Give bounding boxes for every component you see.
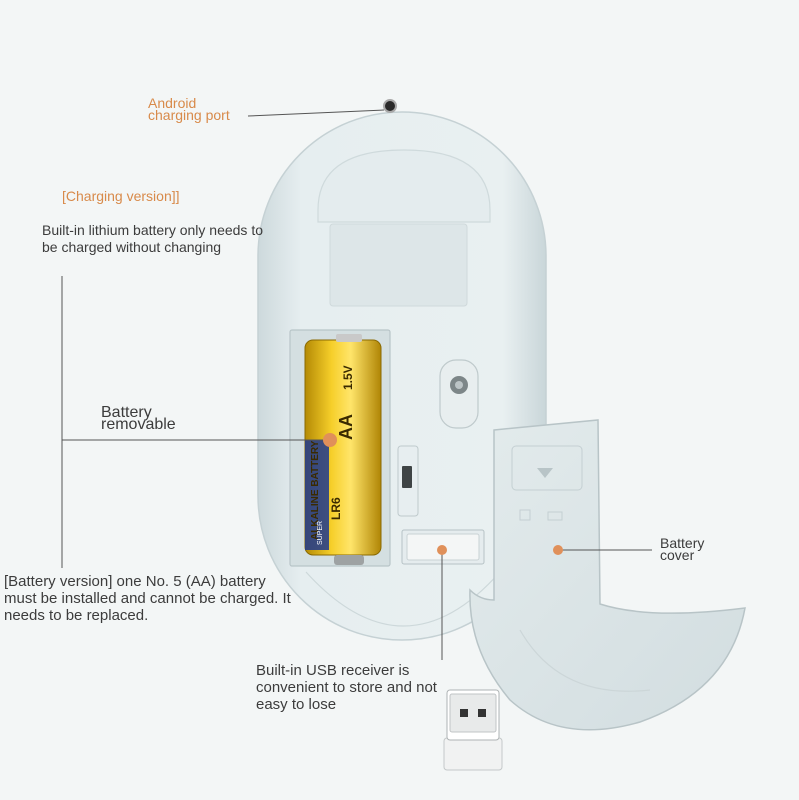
aa-battery: ALKALINE BATTERY AA 1.5V LR6 SUPER [304, 334, 382, 565]
android-port-label: Android charging port [148, 95, 230, 123]
dot-cover [553, 545, 563, 555]
battery-removable-line2: removable [101, 416, 176, 433]
battery-badge-text: SUPER [317, 521, 324, 545]
battery-cover-line1: Battery [660, 535, 705, 551]
dot-usb [437, 545, 447, 555]
battery-model-text: LR6 [329, 497, 343, 520]
lithium-battery-note: Built-in lithium battery only needs to b… [42, 222, 263, 255]
android-port-label-line1: Android [148, 95, 197, 111]
battery-removable-line1: Battery [101, 404, 152, 421]
usb-receiver [443, 689, 503, 771]
battery-version-note: [Battery version] one No. 5 (AA) battery… [4, 573, 291, 624]
battery-size-text: AA [336, 414, 356, 440]
battery-cover-label: Battery cover [660, 535, 705, 563]
battery-cover-line2: cover [660, 547, 695, 563]
charging-port [383, 99, 397, 113]
android-port-label-line2: charging port [148, 107, 230, 123]
battery-cover [469, 419, 746, 731]
leader-android-port [247, 109, 385, 117]
dot-battery [323, 433, 337, 447]
battery-voltage-text: 1.5V [341, 365, 355, 390]
leader-lines [61, 109, 652, 660]
battery-removable-label: Battery removable [101, 404, 176, 433]
battery-brand-text: ALKALINE BATTERY [310, 440, 321, 540]
charging-version-heading: [Charging version]] [62, 188, 180, 204]
usb-receiver-note: Built-in USB receiver is convenient to s… [256, 662, 437, 713]
